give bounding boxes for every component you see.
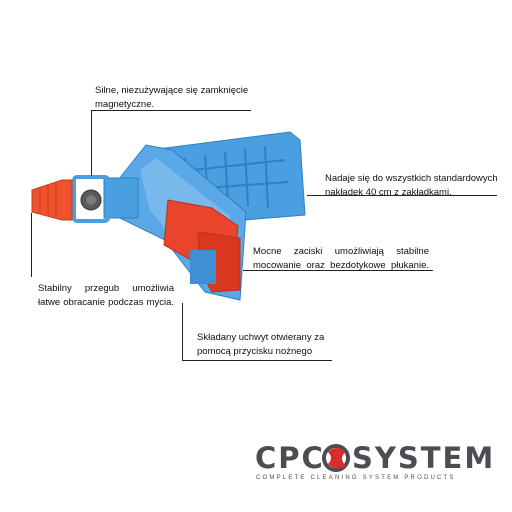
callout-clamps: Mocne zaciski umożliwiają stabilne mocow…: [253, 246, 429, 271]
callout-magnetic: Silne, niezużywające się zamknięcie magn…: [95, 85, 249, 110]
logo-word-cpc: CPC: [255, 441, 325, 475]
clamp-mount: [190, 250, 216, 284]
logo-word-system: SYSTEM: [352, 441, 496, 475]
leader-clamps-h: [243, 270, 433, 271]
magnet-housing: [72, 175, 110, 223]
leader-foot-v: [182, 303, 183, 360]
leader-pads-h: [307, 195, 497, 196]
leader-magnetic-h: [91, 110, 251, 111]
handle-connector: [31, 179, 73, 221]
callout-fits-pads: Nadaje się do wszystkich standardowych n…: [325, 173, 498, 198]
leader-hinge-v: [31, 213, 32, 277]
callout-foot-button: Składany uchwyt otwierany za pomocą przy…: [197, 332, 325, 357]
callout-hinge: Stabilny przegub umożliwia łatwe obracan…: [38, 283, 174, 308]
leader-magnetic-v: [91, 110, 92, 176]
logo-tagline: COMPLETE CLEANING SYSTEM PRODUCTS: [256, 475, 456, 481]
leader-foot-h: [182, 360, 332, 361]
